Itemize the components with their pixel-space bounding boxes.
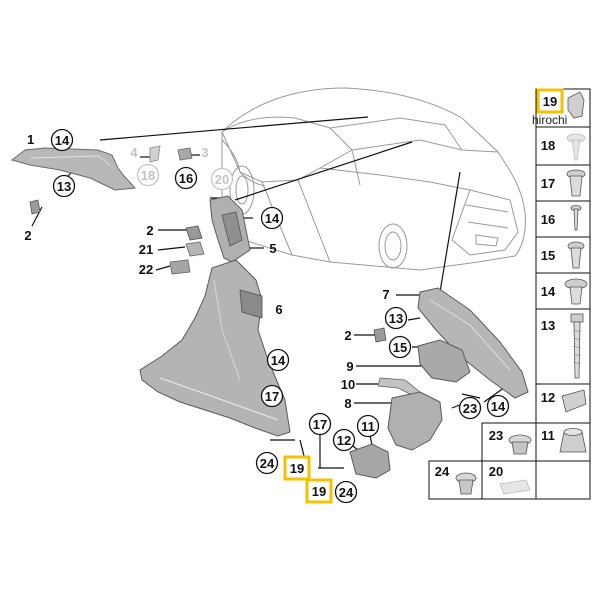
callout-21: 21 bbox=[139, 242, 153, 257]
callout-23: 23 bbox=[463, 401, 477, 416]
callout-circle-13b bbox=[384, 306, 408, 330]
watermark: hirochi bbox=[532, 113, 567, 127]
callout-circle-11a bbox=[356, 414, 380, 438]
part-trim-12 bbox=[349, 443, 391, 479]
part-trim-8 bbox=[387, 391, 443, 451]
callout-3: 3 bbox=[201, 145, 208, 160]
callout-circle-23 bbox=[458, 396, 482, 420]
callout-box-19b bbox=[305, 478, 333, 504]
grommet-icon bbox=[455, 472, 477, 495]
callout-14c: 14 bbox=[271, 353, 286, 368]
car-outline bbox=[221, 87, 526, 271]
callout-14b: 14 bbox=[265, 211, 280, 226]
expanding-rivet-icon bbox=[566, 169, 586, 197]
callout-14a: 14 bbox=[55, 133, 70, 148]
side-panel: 19 hirochi 18 17 16 15 14 bbox=[428, 88, 591, 500]
callout-9: 9 bbox=[346, 359, 353, 374]
callout-circle-13a bbox=[52, 174, 76, 198]
part-clip-21 bbox=[185, 241, 205, 257]
callout-10: 10 bbox=[341, 377, 355, 392]
callout-7: 7 bbox=[382, 287, 389, 302]
side-num-13: 13 bbox=[541, 318, 555, 333]
screw-icon bbox=[566, 133, 586, 161]
callout-20: 20 bbox=[215, 172, 229, 187]
callout-2b: 2 bbox=[146, 223, 153, 238]
callout-12a: 12 bbox=[337, 433, 351, 448]
callout-circle-17b bbox=[308, 412, 332, 436]
side-num-14: 14 bbox=[541, 284, 556, 299]
callout-17b: 17 bbox=[313, 417, 327, 432]
callout-8: 8 bbox=[344, 396, 351, 411]
callout-circle-17a bbox=[260, 384, 284, 408]
part-clip-2b bbox=[185, 225, 203, 241]
part-b-pillar-lower bbox=[139, 259, 291, 437]
callout-6: 6 bbox=[275, 302, 282, 317]
callout-circle-14d bbox=[486, 394, 510, 418]
callout-circle-16 bbox=[174, 166, 198, 190]
side-num-15: 15 bbox=[541, 248, 555, 263]
clip-icon bbox=[499, 479, 531, 495]
side-num-16: 16 bbox=[541, 212, 555, 227]
side-19-highlight bbox=[536, 88, 564, 114]
callout-22: 22 bbox=[139, 262, 153, 277]
side-panel-cell-20 bbox=[481, 460, 537, 500]
callout-circle-24b bbox=[334, 480, 358, 504]
side-num-17: 17 bbox=[541, 176, 555, 191]
callout-2c: 2 bbox=[344, 328, 351, 343]
part-trim-9 bbox=[417, 339, 471, 383]
side-num-23: 23 bbox=[489, 428, 503, 443]
callout-circle-15 bbox=[388, 335, 412, 359]
part-a-pillar-trim bbox=[10, 147, 137, 191]
callout-5: 5 bbox=[269, 241, 276, 256]
callout-circle-14b bbox=[260, 206, 284, 230]
callout-circle-20 bbox=[210, 167, 234, 191]
side-num-24: 24 bbox=[435, 464, 450, 479]
callout-13a: 13 bbox=[57, 179, 71, 194]
callout-14d: 14 bbox=[491, 399, 506, 414]
callout-circle-14a bbox=[50, 128, 74, 152]
side-num-18: 18 bbox=[541, 138, 555, 153]
side-num-12: 12 bbox=[541, 390, 555, 405]
nut-icon bbox=[559, 428, 587, 453]
callout-24a: 24 bbox=[260, 456, 275, 471]
callout-19a: 19 bbox=[290, 461, 304, 476]
side-num-11: 11 bbox=[541, 428, 555, 443]
callout-19b: 19 bbox=[312, 484, 326, 499]
part-bracket-4 bbox=[149, 145, 161, 163]
rivet-icon bbox=[567, 241, 585, 269]
side-num-19: 19 bbox=[543, 94, 557, 109]
callout-1: 1 bbox=[27, 132, 34, 147]
clip-icon bbox=[564, 278, 588, 305]
callout-18: 18 bbox=[141, 168, 155, 183]
callout-box-19a bbox=[283, 455, 311, 481]
part-bracket-3 bbox=[177, 147, 193, 161]
callout-11a: 11 bbox=[361, 419, 375, 434]
callout-circle-12a bbox=[332, 428, 356, 452]
part-clip-2c bbox=[373, 327, 387, 343]
callout-4: 4 bbox=[130, 145, 138, 160]
part-c-pillar-trim bbox=[417, 287, 529, 399]
callout-15: 15 bbox=[393, 340, 407, 355]
part-clip-22 bbox=[169, 259, 191, 275]
callout-2a: 2 bbox=[24, 228, 31, 243]
callout-13b: 13 bbox=[389, 311, 403, 326]
side-num-20: 20 bbox=[489, 464, 503, 479]
callout-24b: 24 bbox=[339, 485, 354, 500]
pin-icon bbox=[570, 205, 582, 231]
bracket-icon bbox=[561, 389, 587, 413]
callouts: 1 14 13 2 4 3 18 16 20 14 2 21 22 5 6 14… bbox=[24, 128, 510, 504]
callout-circle-14c bbox=[266, 348, 290, 372]
part-b-pillar-upper bbox=[209, 195, 251, 263]
part-clip-2a bbox=[29, 199, 41, 215]
callout-circle-24a bbox=[255, 451, 279, 475]
callout-17a: 17 bbox=[265, 389, 279, 404]
nut-icon bbox=[508, 434, 532, 455]
clip-icon bbox=[567, 91, 585, 119]
callout-16: 16 bbox=[179, 171, 193, 186]
bolt-icon bbox=[570, 313, 584, 379]
callout-circle-18 bbox=[136, 163, 160, 187]
